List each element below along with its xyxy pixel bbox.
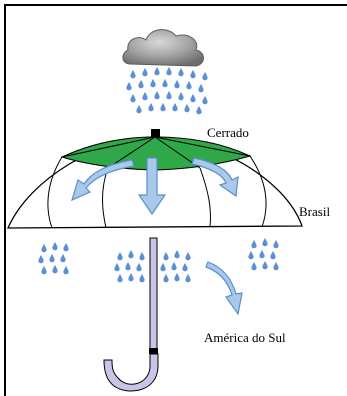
umbrella-handle — [103, 353, 159, 392]
raindrop-icon — [49, 254, 55, 263]
rain-cluster-center-right — [160, 250, 191, 283]
raindrop-icon — [190, 94, 196, 103]
label-america-do-sul: América do Sul — [204, 330, 286, 345]
raindrop-icon — [166, 67, 172, 76]
raindrop-icon — [262, 261, 268, 270]
raindrop-icon — [190, 70, 196, 79]
raindrop-icon — [139, 252, 145, 261]
raindrop-icon — [114, 263, 120, 272]
raindrop-icon — [202, 72, 208, 81]
umbrella-shaft — [149, 237, 158, 351]
arrows — [71, 157, 243, 316]
rain-under-cloud — [126, 67, 208, 115]
raindrop-icon — [52, 242, 58, 251]
raindrop-icon — [154, 67, 160, 76]
straight-arrow-icon — [137, 157, 167, 216]
raindrop-icon — [178, 92, 184, 101]
curved-arrow-icon — [191, 157, 239, 198]
raindrop-icon — [117, 252, 123, 261]
raindrop-icon — [125, 262, 131, 271]
raindrop-icon — [148, 103, 154, 112]
raindrop-icon — [259, 250, 265, 259]
raindrop-icon — [174, 250, 180, 259]
raindrop-icon — [186, 81, 192, 90]
raindrop-icon — [171, 262, 177, 271]
label-cerrado: Cerrado — [207, 125, 249, 140]
raindrop-icon — [251, 240, 257, 249]
umbrella-tip — [151, 129, 160, 138]
raindrop-icon — [166, 91, 172, 100]
raindrop-icon — [41, 266, 47, 275]
raindrop-icon — [63, 243, 69, 252]
raindrop-icon — [184, 104, 190, 113]
raindrop-icon — [138, 80, 144, 89]
raindrop-icon — [163, 274, 169, 283]
raindrop-icon — [63, 266, 69, 275]
raindrop-icon — [178, 68, 184, 77]
raindrop-icon — [270, 251, 276, 260]
canopy-ribs — [47, 155, 267, 229]
raindrop-icon — [41, 244, 47, 253]
raindrop-icon — [142, 68, 148, 77]
raindrop-icon — [142, 92, 148, 101]
raindrop-icon — [182, 263, 188, 272]
raindrop-icon — [139, 274, 145, 283]
raindrop-icon — [128, 250, 134, 259]
raindrop-icon — [174, 80, 180, 89]
raindrop-icon — [273, 262, 279, 271]
raindrop-icon — [196, 106, 202, 115]
rain-cluster-left — [38, 242, 69, 275]
raindrop-icon — [248, 251, 254, 260]
raindrop-icon — [150, 79, 156, 88]
raindrop-icon — [174, 273, 180, 282]
rain-cluster-center-left — [114, 250, 145, 283]
curved-arrow-icon — [71, 159, 135, 202]
raindrop-icon — [198, 84, 204, 93]
raindrop-icon — [160, 263, 166, 272]
raindrop-icon — [185, 274, 191, 283]
frame-border — [4, 4, 347, 396]
rain-cluster-right — [248, 238, 279, 271]
raindrop-icon — [162, 79, 168, 88]
raindrop-icon — [163, 252, 169, 261]
raindrop-icon — [172, 103, 178, 112]
raindrop-icon — [251, 262, 257, 271]
raindrop-icon — [160, 103, 166, 112]
raindrop-icon — [136, 105, 142, 114]
cloud-icon — [122, 29, 204, 67]
raindrop-icon — [130, 70, 136, 79]
raindrop-icon — [273, 240, 279, 249]
umbrella-shaft-band — [149, 348, 158, 354]
raindrop-icon — [38, 255, 44, 264]
raindrop-icon — [136, 263, 142, 272]
label-brasil: Brasil — [299, 204, 330, 219]
raindrop-icon — [52, 265, 58, 274]
raindrop-icon — [262, 238, 268, 247]
curved-arrow-icon — [205, 261, 243, 316]
raindrop-icon — [128, 273, 134, 282]
raindrop-icon — [126, 82, 132, 91]
raindrop-icon — [202, 96, 208, 105]
raindrop-icon — [130, 94, 136, 103]
raindrop-icon — [60, 254, 66, 263]
raindrop-icon — [185, 252, 191, 261]
raindrop-icon — [117, 274, 123, 283]
raindrop-icon — [154, 91, 160, 100]
